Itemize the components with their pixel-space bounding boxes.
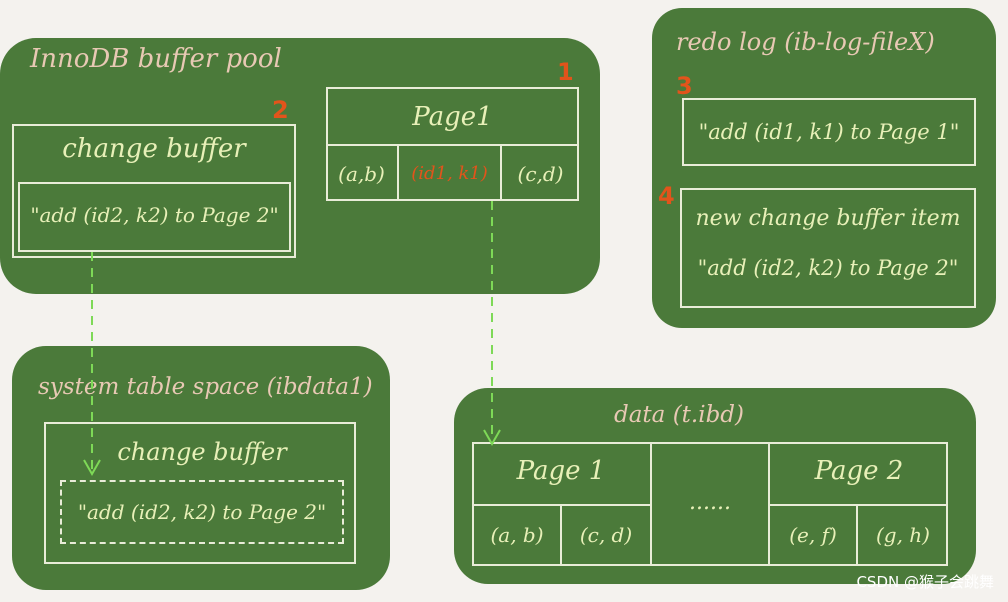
system-tablespace-change-buffer-item-text: "add (id2, k2) to Page 2": [77, 500, 327, 524]
data-file-page2-cell-1: (e, f): [789, 523, 837, 547]
buffer-pool-page1-divider: [326, 144, 579, 146]
data-file-page2-label: Page 2: [814, 456, 904, 486]
arrow-page1-to-data-file-head: [483, 429, 501, 447]
data-file-page1-cell-1: (a, b): [490, 523, 544, 547]
data-file-page2-col-divider: [856, 504, 858, 566]
buffer-pool-page1-cell-2: (id1, k1): [411, 163, 488, 184]
system-tablespace-change-buffer-item: [60, 480, 344, 544]
buffer-pool-change-buffer-item-text: "add (id2, k2) to Page 2": [30, 203, 279, 227]
redo-log-panel: [652, 8, 996, 328]
buffer-pool-page1-col-divider-1: [397, 144, 399, 201]
data-file-title: data (t.ibd): [614, 402, 745, 428]
redo-log-entry-2: [680, 188, 976, 308]
data-file-page1-col-divider: [560, 504, 562, 566]
redo-log-entry-1-text: "add (id1, k1) to Page 1": [698, 120, 960, 144]
step-marker-2: 2: [272, 96, 289, 124]
step-marker-1: 1: [557, 58, 574, 86]
data-file-page2-cell-2: (g, h): [875, 523, 930, 547]
arrow-change-buffer-to-ibdata-head: [83, 459, 101, 477]
step-marker-4: 4: [658, 182, 675, 210]
buffer-pool-page1-col-divider-2: [500, 144, 502, 201]
redo-log-entry-2-line1: new change buffer item: [695, 206, 961, 231]
system-tablespace-title: system table space (ibdata1): [38, 374, 373, 400]
system-tablespace-panel: [12, 346, 390, 590]
system-tablespace-change-buffer-label: change buffer: [117, 438, 287, 466]
watermark: CSDN @猴子会跳舞: [856, 573, 994, 591]
buffer-pool-page1-cell-1: (a,b): [338, 161, 385, 186]
redo-log-entry-1: [682, 98, 976, 166]
buffer-pool-page1-label: Page1: [412, 102, 493, 132]
data-file-page1-label: Page 1: [516, 456, 606, 486]
data-file-page1-cell-2: (c, d): [579, 523, 633, 547]
buffer-pool-title: InnoDB buffer pool: [30, 44, 282, 74]
system-tablespace-change-buffer: [44, 422, 356, 564]
buffer-pool-change-buffer: [12, 124, 296, 258]
redo-log-entry-2-line2: "add (id2, k2) to Page 2": [697, 256, 959, 280]
buffer-pool-change-buffer-item: [18, 182, 291, 252]
step-marker-3: 3: [676, 72, 693, 100]
buffer-pool-page1-cell-3: (c,d): [517, 161, 564, 186]
data-file-divider-left: [650, 442, 652, 566]
redo-log-title: redo log (ib-log-fileX): [676, 28, 935, 56]
data-file-page2-divider: [768, 504, 948, 506]
data-file-ellipsis: ......: [689, 490, 731, 515]
buffer-pool-change-buffer-label: change buffer: [62, 134, 246, 164]
data-file-panel: [454, 388, 976, 584]
